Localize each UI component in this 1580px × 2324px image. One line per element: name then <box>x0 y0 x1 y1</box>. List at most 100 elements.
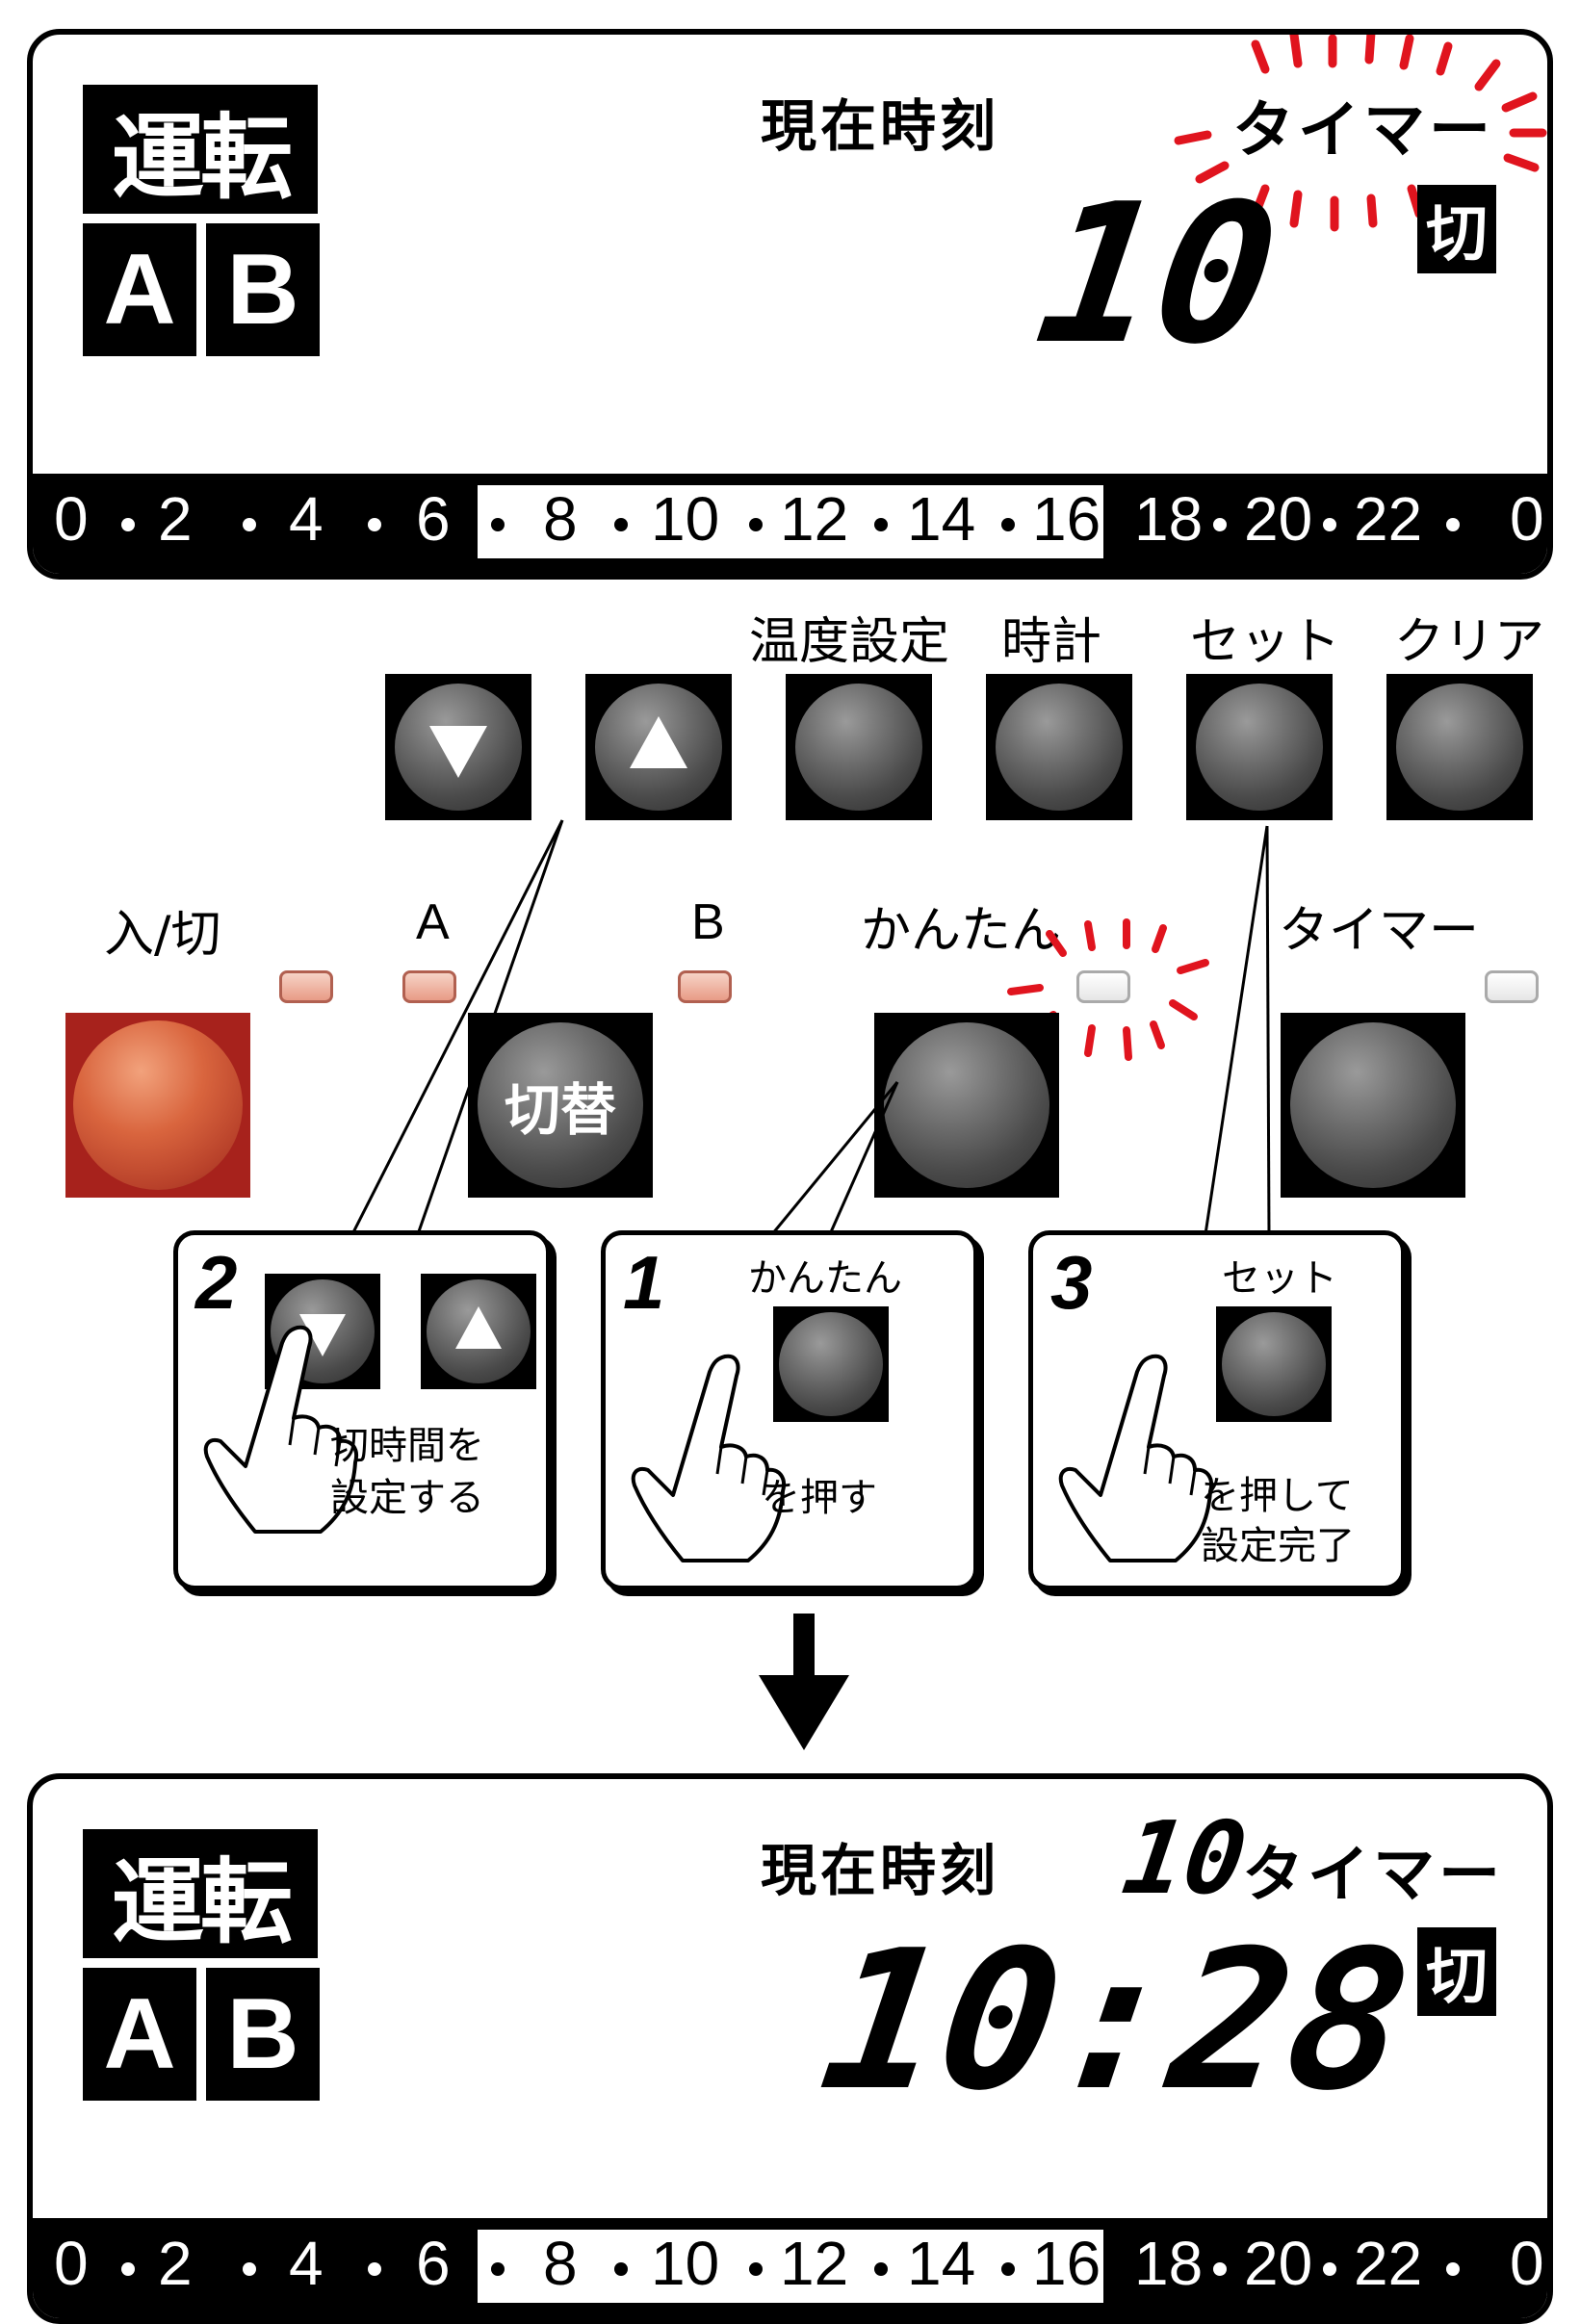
hour-scale-dot <box>243 2262 256 2276</box>
hour-scale-label: 6 <box>416 484 451 554</box>
zone-a-indicator: A <box>83 1968 196 2101</box>
switch-button-label: 切替 <box>504 1077 616 1143</box>
triangle-down-icon <box>299 1314 346 1356</box>
hour-scale-label: 18 <box>1134 484 1204 554</box>
timer-label: タイマー <box>1242 1840 1504 1911</box>
hour-scale-dot <box>614 2262 628 2276</box>
hand-pointer-icon <box>1058 1354 1213 1562</box>
hand-pointer-icon <box>631 1354 786 1562</box>
step-card-3: 3 セット を押して 設定完了 <box>1028 1230 1406 1590</box>
zone-b-indicator: B <box>206 223 320 356</box>
clear-button[interactable] <box>1386 674 1533 820</box>
power-led <box>279 970 333 1003</box>
hour-scale-label: 8 <box>543 2229 578 2298</box>
set-label: セット <box>1190 613 1341 671</box>
zone-a-indicator: A <box>83 223 196 356</box>
hour-scale-dot <box>368 518 381 531</box>
current-time-label: 現在時刻 <box>761 93 1000 159</box>
zone-b-label: B <box>691 894 725 950</box>
step-text-line2: 設定完了 <box>1201 1524 1355 1568</box>
hour-scale-dot <box>874 518 888 531</box>
easy-button[interactable] <box>874 1013 1059 1198</box>
zone-b-led <box>678 970 732 1003</box>
hour-scale-label: 2 <box>158 2229 193 2298</box>
step-number: 1 <box>623 1240 665 1325</box>
clock-digits: 10:28 <box>810 1909 1422 2133</box>
switch-button[interactable]: 切替 <box>468 1013 653 1198</box>
hour-scale-label: 14 <box>907 2229 976 2298</box>
hour-scale-dot <box>1213 518 1227 531</box>
triangle-up-icon <box>455 1306 502 1349</box>
hour-scale-dot <box>491 518 505 531</box>
zone-a-led <box>402 970 456 1003</box>
hour-scale-label: 10 <box>651 484 720 554</box>
up-button[interactable] <box>585 674 732 820</box>
triangle-down-icon <box>429 726 487 778</box>
step-text-line1: 切時間を <box>330 1424 484 1468</box>
hour-scale-dot <box>749 2262 763 2276</box>
hour-scale-label: 4 <box>289 2229 324 2298</box>
mode-label: 運転 <box>83 85 318 214</box>
step-text-line1: を押して <box>1201 1474 1354 1518</box>
blink-rays-icon <box>1174 35 1547 232</box>
hour-scale-dot <box>1323 518 1336 531</box>
hour-scale-label: 12 <box>780 2229 849 2298</box>
step-text-line2: 設定する <box>330 1476 484 1520</box>
step-up-button <box>421 1274 536 1389</box>
hour-scale-dot <box>874 2262 888 2276</box>
hour-scale-label: 16 <box>1032 484 1101 554</box>
easy-label: かんたん <box>861 902 1062 960</box>
timer-label: タイマー <box>1232 95 1494 167</box>
step-card-2: 2 切時間を 設定する <box>173 1230 551 1590</box>
clock-label: 時計 <box>1001 613 1102 671</box>
timer-button[interactable] <box>1281 1013 1465 1198</box>
hour-scale-dot <box>614 518 628 531</box>
set-button[interactable] <box>1186 674 1333 820</box>
step-set-button <box>1216 1306 1332 1422</box>
easy-led-blink-icon <box>1007 918 1209 1061</box>
hour-scale-label: 8 <box>543 484 578 554</box>
hour-scale-label: 18 <box>1134 2229 1204 2298</box>
hour-scale-dot <box>1001 2262 1015 2276</box>
zone-a-label: A <box>416 894 450 950</box>
temp-setting-button[interactable] <box>786 674 932 820</box>
arrow-down-icon <box>759 1614 849 1750</box>
zone-b-indicator: B <box>206 1968 320 2101</box>
hour-scale-label: 0 <box>1510 2229 1544 2298</box>
hour-scale-label: 4 <box>289 484 324 554</box>
step-card-1: 1 かんたん を押す <box>601 1230 978 1590</box>
down-button[interactable] <box>385 674 531 820</box>
triangle-up-icon <box>630 716 687 768</box>
hour-scale-dot <box>121 518 135 531</box>
hour-scale-dot <box>491 2262 505 2276</box>
hour-scale-dot <box>1107 2262 1121 2276</box>
timer-off-badge: 切 <box>1417 185 1496 273</box>
easy-led <box>1076 970 1130 1003</box>
timer-digits: 10 <box>1116 1799 1254 1917</box>
temp-setting-label: 温度設定 <box>749 613 950 671</box>
hour-scale-label: 0 <box>54 484 89 554</box>
hour-scale-label: 10 <box>651 2229 720 2298</box>
step-button-label: セット <box>1222 1256 1337 1301</box>
timer-button-label: タイマー <box>1279 902 1480 960</box>
hour-scale-label: 0 <box>54 2229 89 2298</box>
timer-off-badge: 切 <box>1417 1927 1496 2016</box>
hour-scale-dot <box>1323 2262 1336 2276</box>
hour-scale-highlight <box>478 2230 1103 2303</box>
callout-lines <box>350 819 1271 1235</box>
hour-scale-dot <box>243 518 256 531</box>
power-button[interactable] <box>65 1013 250 1198</box>
hour-scale-label: 20 <box>1244 484 1313 554</box>
hour-scale-highlight <box>478 485 1103 558</box>
hour-scale-dot <box>121 2262 135 2276</box>
mode-label: 運転 <box>83 1829 318 1958</box>
clock-button[interactable] <box>986 674 1132 820</box>
hour-scale-label: 6 <box>416 2229 451 2298</box>
step-easy-button <box>773 1306 889 1422</box>
step-number: 3 <box>1050 1240 1093 1325</box>
hour-scale-label: 22 <box>1354 484 1423 554</box>
